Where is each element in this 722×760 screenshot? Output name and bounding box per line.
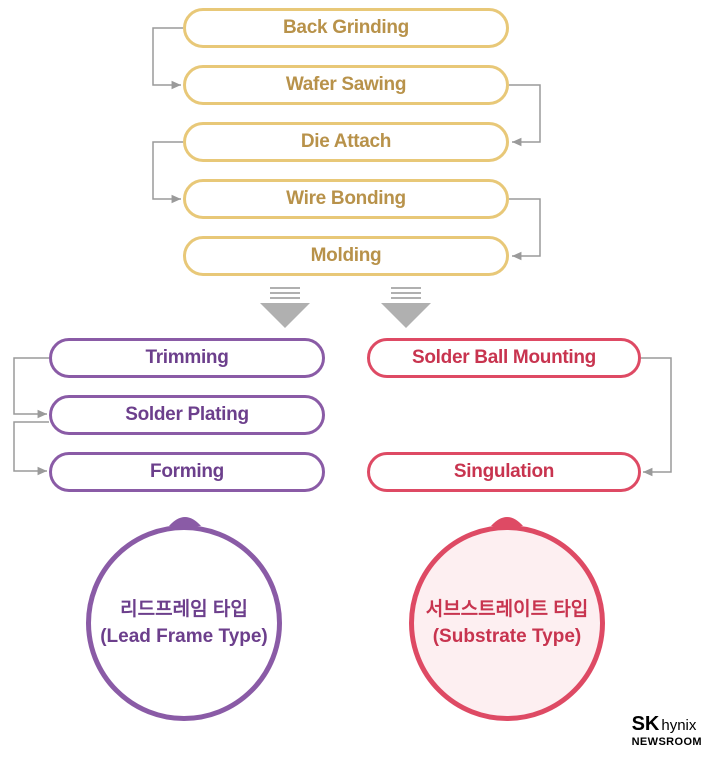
step-trimming: Trimming — [49, 338, 325, 378]
connector-solder-plating-to-forming — [13, 421, 49, 476]
connector-solder-ball-mounting-to-singulation — [641, 357, 672, 477]
pointer-substrate — [491, 517, 523, 526]
step-molding: Molding — [183, 236, 509, 276]
connector-die-attach-to-wire-bonding — [152, 141, 183, 204]
substrate-type-label-ko: 서브스트레이트 타입 — [425, 599, 589, 620]
logo-hynix-text: hynix — [661, 717, 697, 734]
step-wafer-sawing: Wafer Sawing — [183, 65, 509, 105]
connector-wire-bonding-to-molding — [509, 198, 541, 261]
branch-arrow-lead-frame — [260, 287, 310, 328]
step-back-grinding: Back Grinding — [183, 8, 509, 48]
step-solder-plating: Solder Plating — [49, 395, 325, 435]
step-forming: Forming — [49, 452, 325, 492]
branch-arrow-substrate — [381, 287, 431, 328]
step-singulation: Singulation — [367, 452, 641, 492]
lead-frame-type-label-ko: 리드프레임 타입 — [120, 599, 248, 620]
logo-newsroom-text: NEWSROOM — [631, 736, 702, 748]
lead-frame-type-circle: 리드프레임 타입 (Lead Frame Type) — [86, 525, 282, 721]
pointer-lead-frame — [169, 517, 201, 526]
connector-back-grinding-to-wafer-sawing — [152, 27, 183, 90]
logo-sk-text: SK — [631, 713, 660, 735]
connector-trimming-to-solder-plating — [13, 357, 49, 419]
step-die-attach: Die Attach — [183, 122, 509, 162]
connector-wafer-sawing-to-die-attach — [509, 84, 541, 147]
substrate-type-circle: 서브스트레이트 타입 (Substrate Type) — [409, 525, 605, 721]
step-solder-ball-mounting: Solder Ball Mounting — [367, 338, 641, 378]
substrate-type-label-en: (Substrate Type) — [432, 626, 582, 647]
lead-frame-type-label-en: (Lead Frame Type) — [100, 626, 268, 647]
step-wire-bonding: Wire Bonding — [183, 179, 509, 219]
